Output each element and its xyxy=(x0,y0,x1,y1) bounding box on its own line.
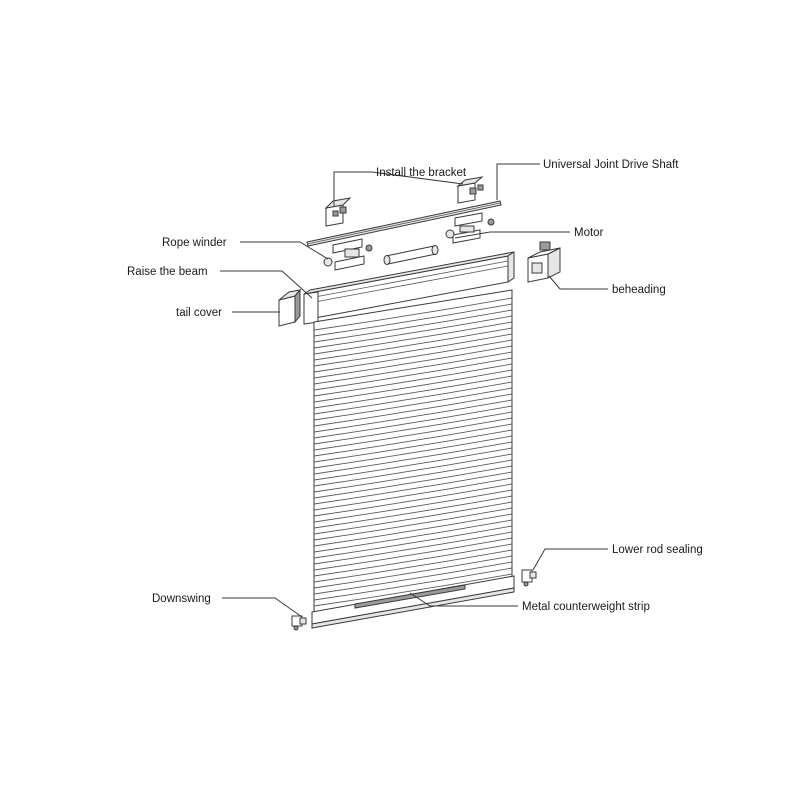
motor-part xyxy=(383,245,439,265)
label-motor: Motor xyxy=(574,227,604,239)
pleat-line xyxy=(313,465,513,499)
pleat-line xyxy=(313,327,513,361)
rope-winder-right-part xyxy=(445,212,495,244)
beheading-part xyxy=(527,241,561,283)
leader-install-bracket-right xyxy=(371,171,464,185)
pleat-line xyxy=(313,351,513,385)
leader-motor xyxy=(454,231,570,239)
pleat-line xyxy=(313,507,513,541)
pleat-line xyxy=(313,519,513,553)
pleat-line xyxy=(313,357,513,391)
lower-rod-sealing-part xyxy=(521,569,537,587)
pleat-lines xyxy=(313,297,513,607)
leader-beheading xyxy=(548,275,608,290)
rope-winder-part xyxy=(323,238,373,271)
pleat-line xyxy=(313,435,513,469)
pleat-line xyxy=(313,567,513,601)
pleat-line xyxy=(313,453,513,487)
pleat-line xyxy=(313,399,513,433)
pleat-line xyxy=(313,345,513,379)
label-counterweight: Metal counterweight strip xyxy=(522,601,650,613)
pleat-line xyxy=(313,315,513,349)
pleat-line xyxy=(313,387,513,421)
bracket-right-part xyxy=(456,176,484,204)
downswing-part xyxy=(291,615,307,631)
leader-lower-rod-sealing xyxy=(532,548,608,571)
pleat-line xyxy=(313,471,513,505)
pleat-line xyxy=(313,531,513,565)
pleat-line xyxy=(313,405,513,439)
label-raise-beam: Raise the beam xyxy=(127,266,208,278)
pleat-line xyxy=(313,411,513,445)
pleat-line xyxy=(313,447,513,481)
leader-install-bracket xyxy=(333,171,372,206)
pleat-line xyxy=(313,333,513,367)
pleat-line xyxy=(313,573,513,607)
pleat-line xyxy=(313,543,513,577)
pleat-line xyxy=(313,339,513,373)
leader-rope-winder xyxy=(240,241,329,260)
pleat-line xyxy=(313,459,513,493)
pleat-line xyxy=(313,321,513,355)
pleat-line xyxy=(313,477,513,511)
pleat-line xyxy=(313,303,513,337)
label-downswing: Downswing xyxy=(152,593,211,605)
pleat-line xyxy=(313,375,513,409)
pleat-line xyxy=(313,555,513,589)
pleat-line xyxy=(313,297,513,331)
label-lower-rod-sealing: Lower rod sealing xyxy=(612,544,703,556)
pleat-line xyxy=(313,309,513,343)
tail-cover-part xyxy=(278,288,302,327)
pleat-line xyxy=(313,393,513,427)
pleat-line xyxy=(313,369,513,403)
pleat-line xyxy=(313,441,513,475)
bracket-left-part xyxy=(324,197,352,227)
leader-raise-beam xyxy=(220,270,313,299)
pleat-line xyxy=(313,429,513,463)
leader-drive-shaft xyxy=(496,163,540,200)
label-drive-shaft: Universal Joint Drive Shaft xyxy=(543,159,679,171)
shade-fabric-part xyxy=(313,289,513,613)
pleat-line xyxy=(313,495,513,529)
pleat-line xyxy=(313,363,513,397)
drive-shaft-part xyxy=(306,200,502,247)
pleat-line xyxy=(313,489,513,523)
bottom-rail-part xyxy=(311,575,515,629)
label-tail-cover: tail cover xyxy=(176,307,222,319)
pleat-line xyxy=(313,537,513,571)
leader-downswing xyxy=(222,597,303,618)
pleat-line xyxy=(313,501,513,535)
pleat-line xyxy=(313,417,513,451)
label-rope-winder: Rope winder xyxy=(162,237,227,249)
pleat-line xyxy=(313,525,513,559)
pleat-line xyxy=(313,549,513,583)
label-install-bracket: Install the bracket xyxy=(376,167,467,179)
head-rail-part xyxy=(303,251,515,325)
pleat-line xyxy=(313,381,513,415)
pleat-line xyxy=(313,483,513,517)
label-beheading: beheading xyxy=(612,284,666,296)
pleat-line xyxy=(313,423,513,457)
pleat-line xyxy=(313,561,513,595)
pleat-line xyxy=(313,513,513,547)
leader-counterweight xyxy=(409,592,518,607)
